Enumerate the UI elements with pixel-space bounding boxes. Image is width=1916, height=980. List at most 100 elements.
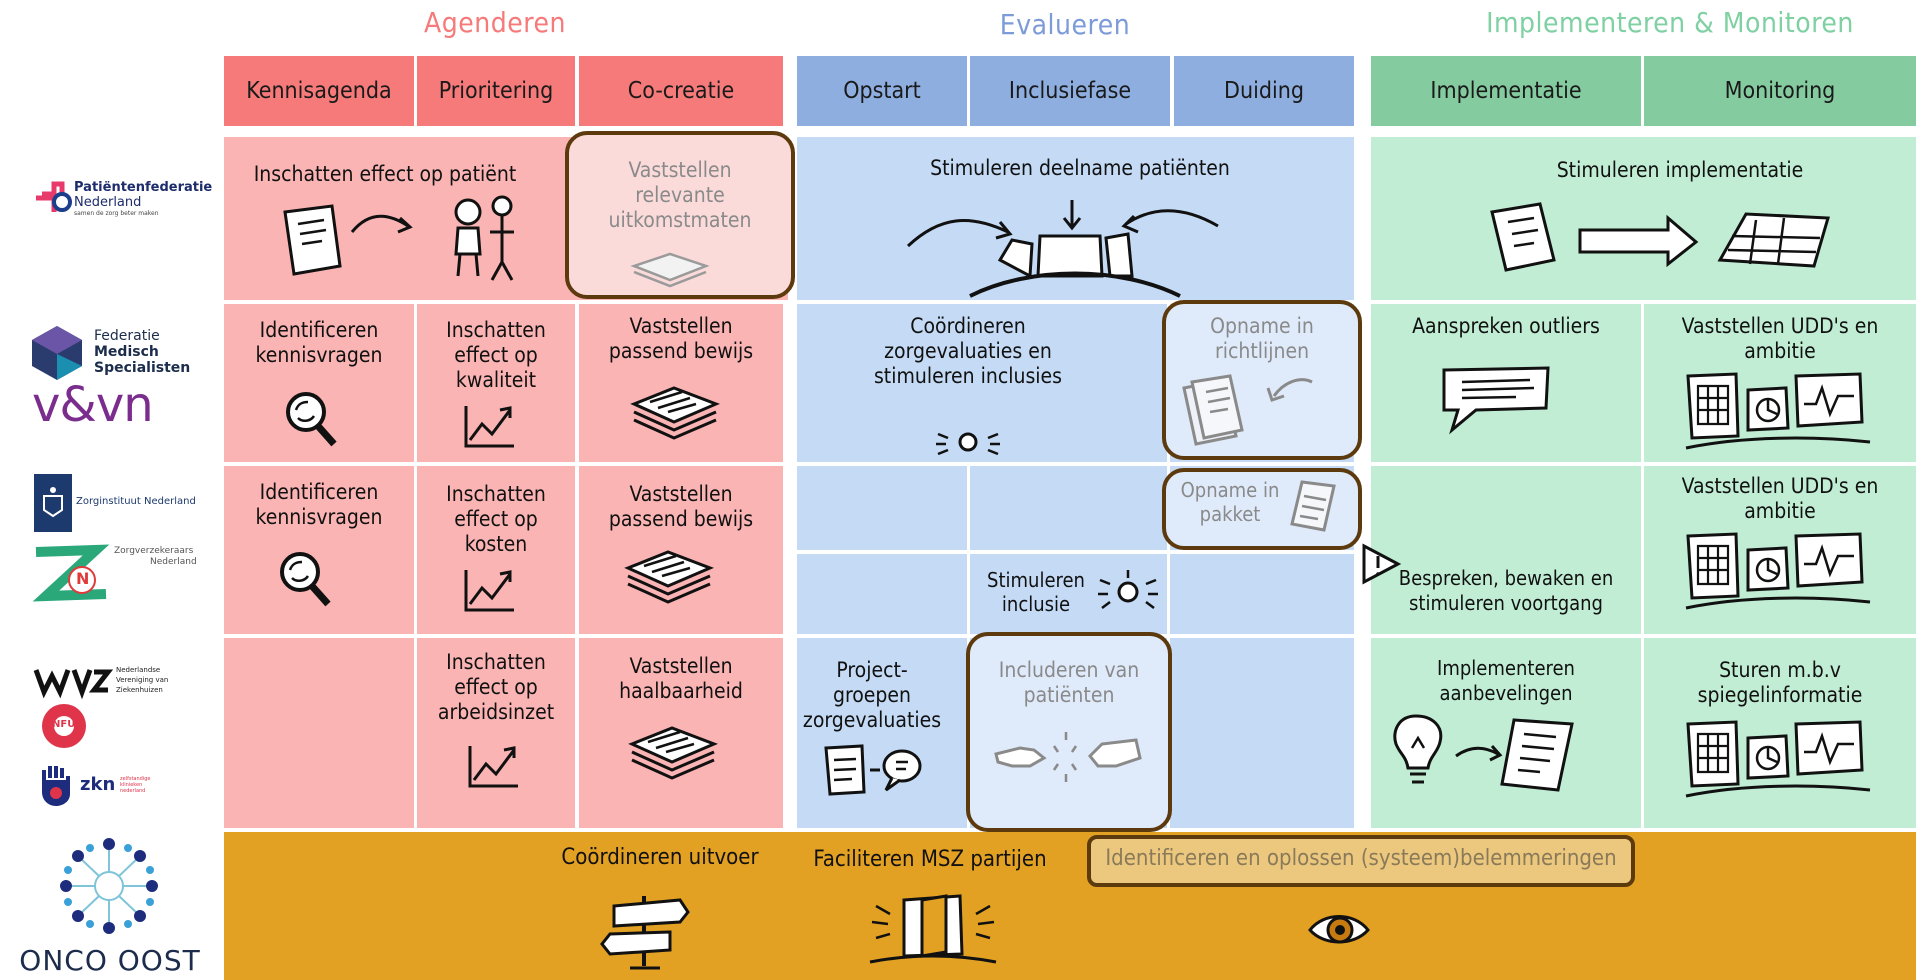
bottom-task-msz: Faciliteren MSZ partijen [813, 847, 1047, 872]
logo-nvz: Nederlandse Vereniging van Ziekenhuizen [33, 664, 204, 700]
papers-stack-icon [630, 386, 720, 440]
highlight-box-includeren [966, 632, 1172, 832]
cell-bg [970, 466, 1167, 550]
implementation-flow-icon [1490, 202, 1830, 272]
logo-text: Nederlandse [116, 666, 161, 674]
cell-bg [797, 638, 967, 828]
dashboard-icon [1685, 372, 1871, 450]
task-aanbevelingen: Implementeren aanbevelingen [1376, 644, 1636, 706]
task-label: Stimuleren deelname patiënten [930, 156, 1230, 180]
cell-bg [1371, 466, 1641, 634]
logo-nfu: NFU [40, 702, 100, 750]
task-label: Vaststellen passend bewijs [608, 482, 754, 531]
task-voortgang: Bespreken, bewaken en stimuleren voortga… [1376, 556, 1636, 616]
logo-text: Vereniging van [116, 676, 169, 684]
nfu-sun-icon [42, 704, 86, 748]
warning-icon [1362, 543, 1402, 585]
header-inclusiefase: Inclusiefase [970, 56, 1170, 126]
document-arrow-icon [283, 204, 413, 276]
task-richtlijnen: Opname in richtlijnen [1172, 304, 1352, 364]
open-door-icon [869, 894, 997, 964]
onco-oost-text: ONCO OOST [19, 944, 201, 977]
task-haalbaarheid: Vaststellen haalbaarheid [585, 640, 777, 704]
header-duiding: Duiding [1174, 56, 1354, 126]
magnifier-icon [280, 552, 331, 607]
task-label: Includeren van patiënten [998, 658, 1140, 707]
dashboard-icon [1685, 720, 1871, 798]
papers-stack-icon [628, 726, 718, 780]
task-label: Inschatten effect op arbeidsinzet [437, 650, 555, 724]
logo-venvn: v&vn [32, 377, 154, 433]
task-label: Vaststellen relevante uitkomstmaten [608, 158, 752, 232]
sun-icon [1098, 570, 1158, 609]
cell-bg [417, 304, 575, 462]
cell-bg [797, 554, 967, 634]
dashboard-icon [1685, 532, 1871, 610]
cell-bg [797, 466, 967, 550]
task-label: Implementeren aanbevelingen [1437, 656, 1575, 705]
task-label: Project-groepen zorgevaluaties [802, 658, 942, 732]
onco-oost-network-icon [60, 838, 158, 934]
logo-text: zkn [80, 774, 116, 795]
people-icon [454, 195, 514, 281]
cell-bg [417, 466, 575, 634]
logo-tagline: zelfstandige klinieken nederland [120, 776, 151, 794]
logo-zkn: zkn zelfstandige klinieken nederland [38, 764, 208, 808]
task-effect-patient: Inschatten effect op patiënt [240, 142, 530, 292]
task-bewijs1: Vaststellen passend bewijs [585, 310, 777, 364]
logo-text: Patiëntenfederatie [74, 180, 213, 195]
task-stim-impl: Stimuleren implementatie [1500, 142, 1860, 183]
papers-stack-icon [624, 550, 714, 604]
documents-arrow-icon [1182, 374, 1313, 446]
task-label: Stimuleren implementatie [1556, 158, 1804, 182]
header-kennisagenda: Kennisagenda [224, 56, 414, 126]
cell-bg [417, 638, 575, 828]
task-label: Aanspreken outliers [1412, 314, 1600, 338]
magnifier-icon [286, 392, 337, 447]
task-udd1: Vaststellen UDD's en ambitie [1650, 310, 1910, 364]
logo-onco-oost: ONCO OOST [10, 836, 210, 980]
header-co-creatie: Co-creatie [579, 56, 783, 126]
zkn-hand-icon [42, 766, 70, 806]
logo-text: Nederland [74, 195, 142, 210]
task-kennis1: Identificeren kennisvragen [230, 310, 408, 368]
header-opstart: Opstart [797, 56, 967, 126]
cell-bg [1170, 638, 1354, 828]
idea-to-document-icon [1393, 714, 1574, 792]
task-stim-inclusie: Stimuleren inclusie [976, 556, 1096, 616]
phase-title-implementeren: Implementeren & Monitoren [1486, 6, 1854, 39]
cell-bg [224, 638, 414, 828]
task-label: Identificeren kennisvragen [255, 318, 383, 367]
task-projectgroepen: Project-groepen zorgevaluaties [800, 644, 944, 733]
logo-tagline: samen de zorg beter maken [74, 210, 159, 217]
zn-mark-icon [32, 544, 110, 602]
task-label: Vaststellen passend bewijs [608, 314, 754, 363]
task-coordineren: Coördineren zorgevaluaties en stimuleren… [850, 310, 1086, 389]
cell-bg [224, 466, 414, 634]
papers-stack-icon [630, 252, 710, 288]
task-label: Vaststellen UDD's en ambitie [1681, 474, 1879, 523]
task-label: Sturen m.b.v spiegelinformatie [1697, 658, 1863, 707]
task-label: Vaststellen haalbaarheid [619, 654, 743, 703]
bottom-band [224, 832, 1916, 980]
task-label: Bespreken, bewaken en stimuleren voortga… [1398, 566, 1614, 615]
nfu-text: NFU [52, 719, 76, 730]
task-label: Inschatten effect op patiënt [253, 162, 517, 186]
cell-bg [579, 466, 783, 634]
inclusion-hill-icon [906, 200, 1219, 298]
logo-text: Federatie [94, 328, 160, 344]
logo-zorgverzekeraars: N Zorgverzekeraars Nederland [32, 544, 202, 606]
task-label: Inschatten effect op kwaliteit [446, 318, 546, 392]
document-icon [1290, 480, 1336, 532]
growth-chart-icon [464, 406, 514, 448]
header-implementatie: Implementatie [1371, 56, 1641, 126]
growth-chart-icon [468, 746, 518, 788]
document-chat-icon [824, 744, 922, 796]
logo-text: Zorgverzekeraars [114, 546, 194, 556]
header-prioritering: Prioritering [417, 56, 575, 126]
logo-text: Zorginstituut Nederland [76, 496, 196, 507]
bottom-task-uitvoer: Coördineren uitvoer [561, 845, 759, 870]
logo-text: Medisch [94, 344, 159, 360]
cell-bg [797, 304, 1167, 462]
speech-bubble-icon [1442, 366, 1550, 435]
